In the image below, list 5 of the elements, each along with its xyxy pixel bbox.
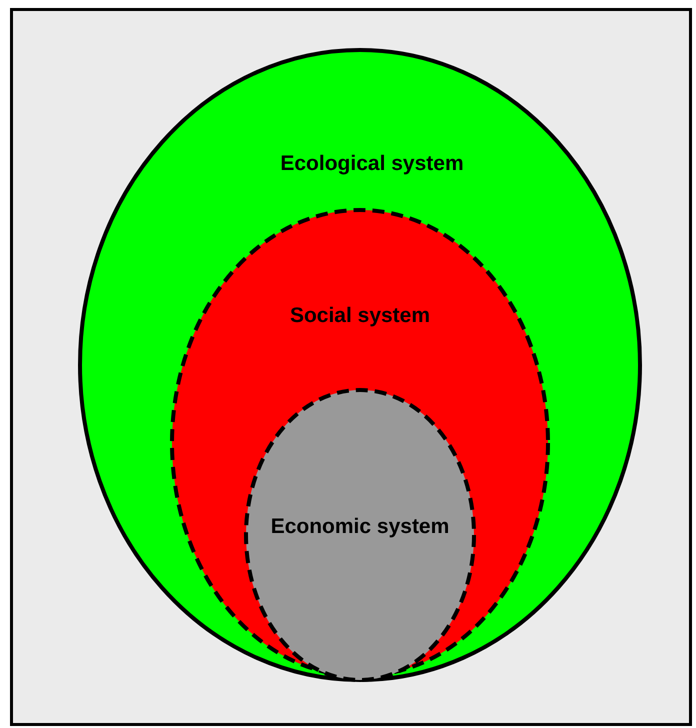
inner-ellipse — [246, 390, 474, 680]
system-label: Economic system — [270, 515, 450, 539]
system-label: Ecological system — [280, 152, 464, 176]
outer-ellipse — [80, 50, 640, 680]
system-label: Social system — [290, 304, 430, 328]
